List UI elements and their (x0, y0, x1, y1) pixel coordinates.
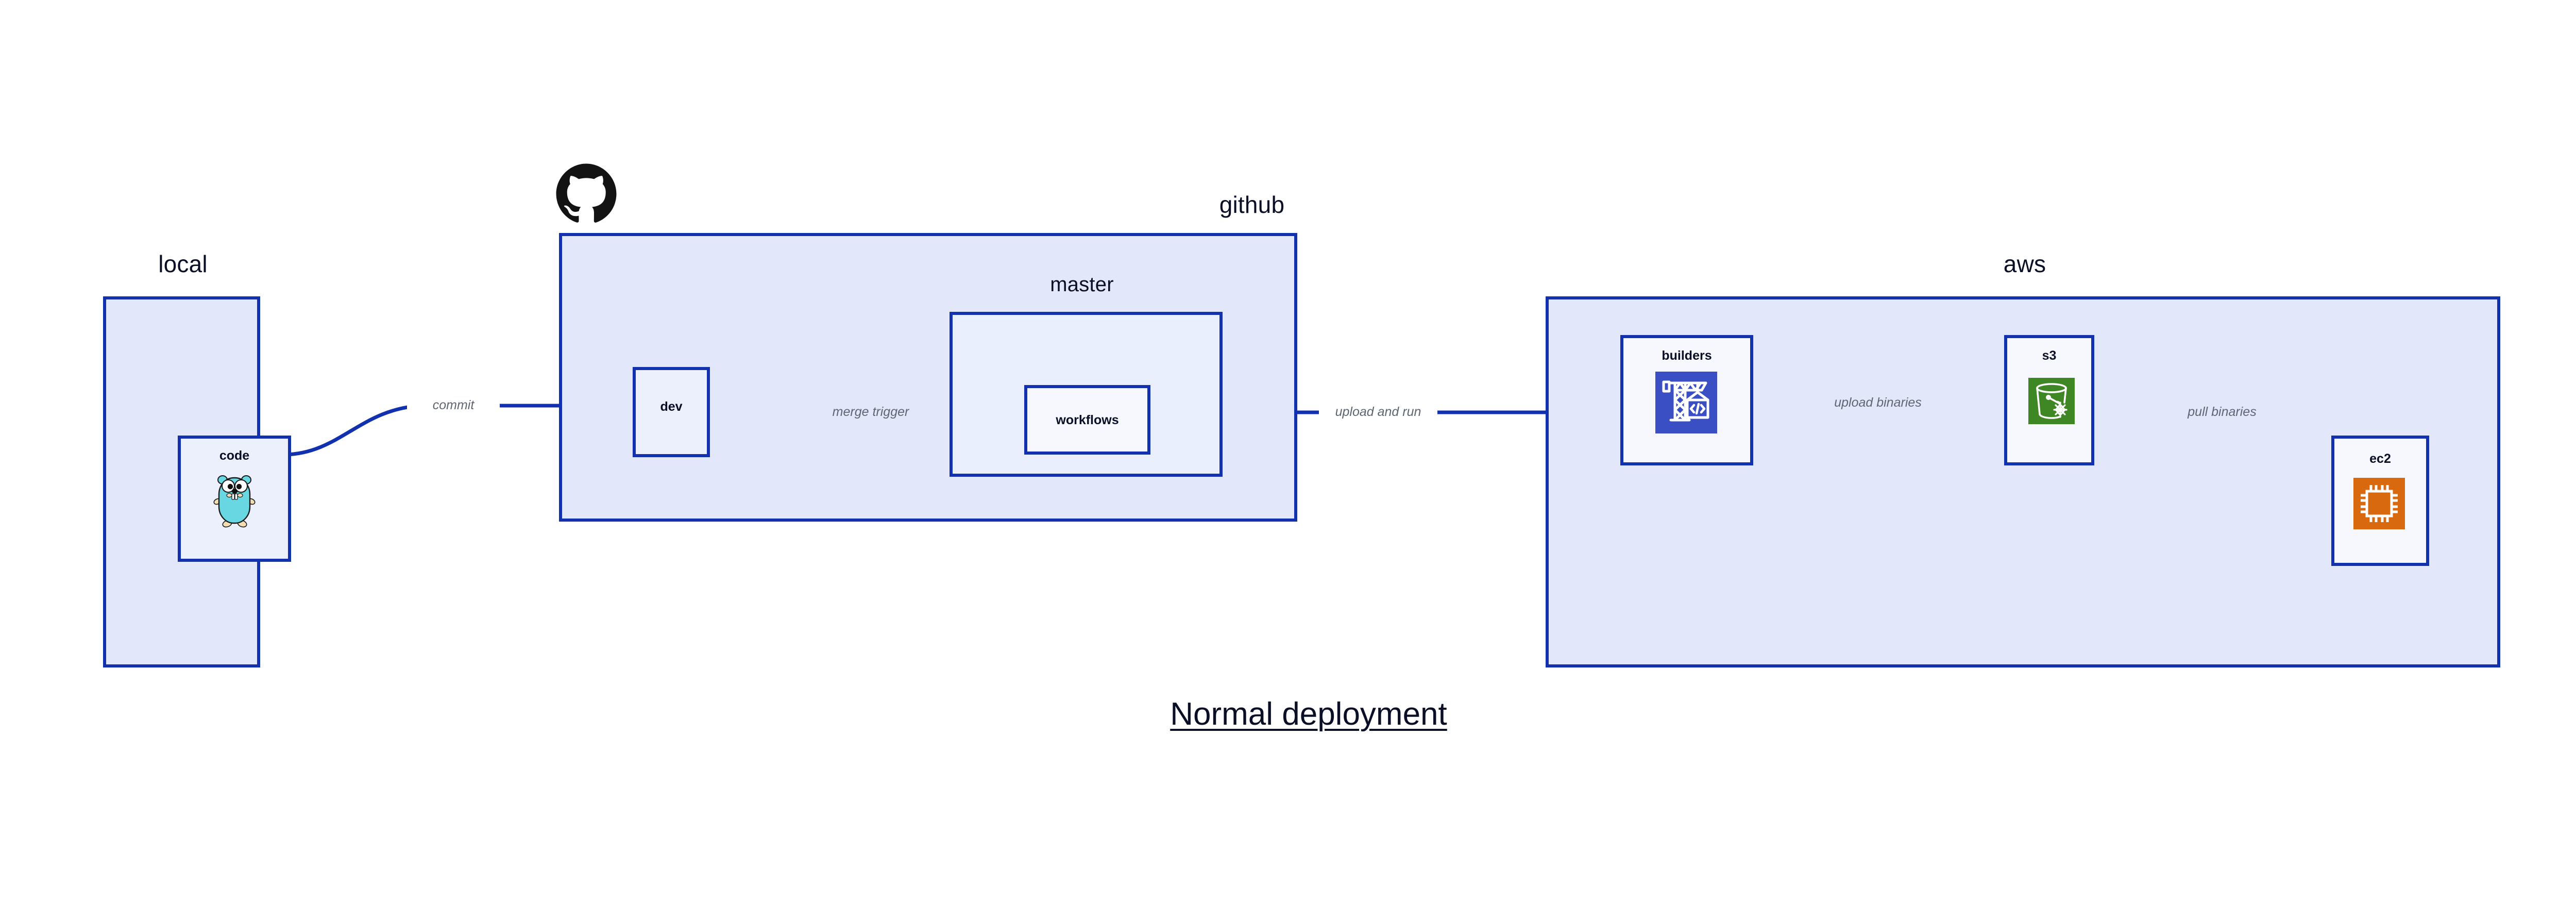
edge-label-pull-binaries: pull binaries (2188, 405, 2257, 419)
node-label-ec2: ec2 (2369, 452, 2391, 466)
zone-label-local: local (158, 250, 208, 277)
node-dev[interactable] (633, 367, 710, 457)
aws-builders-crane-icon (1655, 372, 1717, 433)
aws-s3-bucket-icon (2028, 378, 2075, 424)
github-octocat-icon (555, 162, 618, 225)
edge-label-merge-trigger: merge trigger (806, 405, 935, 420)
edge-label-upload-and-run: upload and run (1319, 405, 1437, 420)
zone-label-master: master (1050, 273, 1114, 296)
node-label-s3: s3 (2042, 348, 2057, 363)
aws-ec2-chip-icon (2353, 478, 2405, 529)
node-workflows[interactable] (1024, 385, 1150, 455)
edge-label-commit: commit (407, 398, 500, 413)
zone-label-aws: aws (2003, 250, 2046, 277)
node-label-workflows: workflows (1056, 413, 1119, 427)
go-gopher-icon (213, 472, 256, 528)
edge-label-upload-binaries: upload binaries (1819, 395, 1937, 410)
node-label-dev: dev (660, 399, 683, 414)
node-label-builders: builders (1662, 348, 1712, 363)
node-label-code: code (219, 448, 250, 463)
zone-label-github: github (1219, 191, 1285, 218)
page-title: Normal deployment (1170, 696, 1447, 732)
